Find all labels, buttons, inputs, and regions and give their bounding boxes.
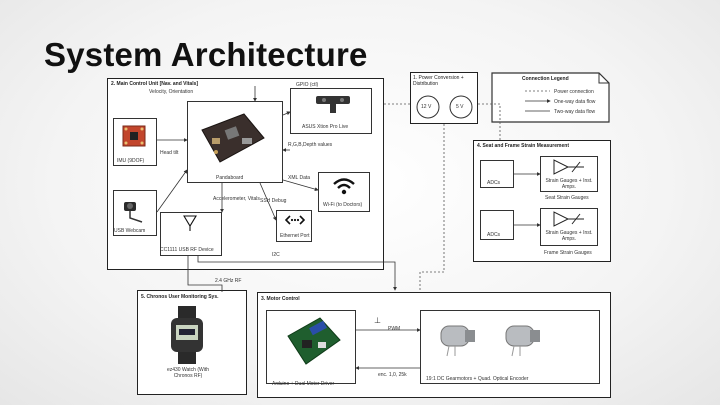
ethernet-label: Ethernet Port [280,233,310,239]
ethernet-icon [284,213,306,232]
main-control-header: 2. Main Control Unit [Nav. and Vitals] [111,81,199,87]
rf-label: 2.4 GHz RF [215,278,242,284]
imu-icon [120,122,148,155]
webcam-box [113,190,157,236]
adc1-box [480,160,514,188]
head-tilt-label: Head tilt [160,150,179,156]
wifi-label: Wi-Fi (to Doctors) [323,202,363,208]
webcam-label: USB Webcam [114,228,146,234]
motor-header: 3. Motor Control [261,296,300,302]
legend-frame [491,72,611,129]
gauge1-box [540,156,598,192]
frame-caption: Frame Strain Gauges [544,250,592,256]
wifi-icon [332,176,356,201]
strain-gauge-icon-1 [552,158,586,181]
gauge2-box [540,208,598,246]
adc1-label: ADCs [487,180,501,186]
motors-box [420,310,600,384]
gearmotor-icon-1 [435,318,487,363]
enc-label: enc. 1,0, 25k [378,372,407,378]
accel-label: Accelerometer, Vitals [213,196,260,202]
xtion-icon [314,92,354,123]
pandaboard-label: Pandaboard [216,175,244,181]
12v-circle-icon [415,94,441,125]
motor-driver-icon [284,314,342,373]
slide-title: System Architecture [44,36,368,73]
legend-item-twoway: Two-way data flow [554,109,596,115]
pandaboard-icon [198,108,268,173]
gpio-label: GPIO (ctl) [296,82,319,88]
adc2-box [480,210,514,240]
watch-icon [168,306,208,369]
legend-title: Connection Legend [522,76,569,82]
strain-header: 4. Seat and Frame Strain Measurement [477,143,569,149]
gauge2-label: Strain Gauges + Inst. Amps. [545,230,593,242]
rf-device-label: CC1111 USB RF Device [160,247,214,253]
webcam-icon [120,196,150,231]
5v-label: 5 V [456,104,464,110]
monitoring-header: 5. Chronos User Monitoring Sys. [141,294,219,300]
rf-device-box [160,212,222,256]
motors-label: 19:1 DC Gearmotors + Quad. Optical Encod… [426,376,529,382]
xml-label: XML Data [288,175,311,181]
ssh-label: SSH Debug [260,198,287,204]
pwm-label: PWM [388,326,401,332]
i2c-label: I2C [272,252,280,258]
driver-label: Arduino + Dual Motor Driver [272,381,335,387]
power-header: 1. Power Conversion + Distribution [413,75,464,87]
watch-label: ez430 Watch (With Chronos RF) [166,367,210,379]
rgbd-label: R,G,B,Depth values [288,142,333,148]
xtion-label: ASUS Xtion Pro Live [302,124,349,130]
velocity-label: Velocity, Orientation [149,89,194,95]
imu-label: IMU (9DOF) [117,158,145,164]
legend-item-oneway: One-way data flow [554,99,596,105]
legend-item-power: Power connection [554,89,594,95]
ethernet-box [276,210,312,242]
seat-caption: Seat Strain Gauges [545,195,589,201]
gearmotor-icon-2 [500,318,552,363]
antenna-icon [182,214,198,237]
strain-gauge-icon-2 [552,210,586,233]
gauge1-label: Strain Gauges + Inst. Amps. [545,178,593,190]
5v-circle-icon [448,94,474,125]
adc2-label: ADCs [487,232,501,238]
12v-label: 12 V [421,104,432,110]
motor-arrow-glyph: ⊥ [374,316,381,325]
